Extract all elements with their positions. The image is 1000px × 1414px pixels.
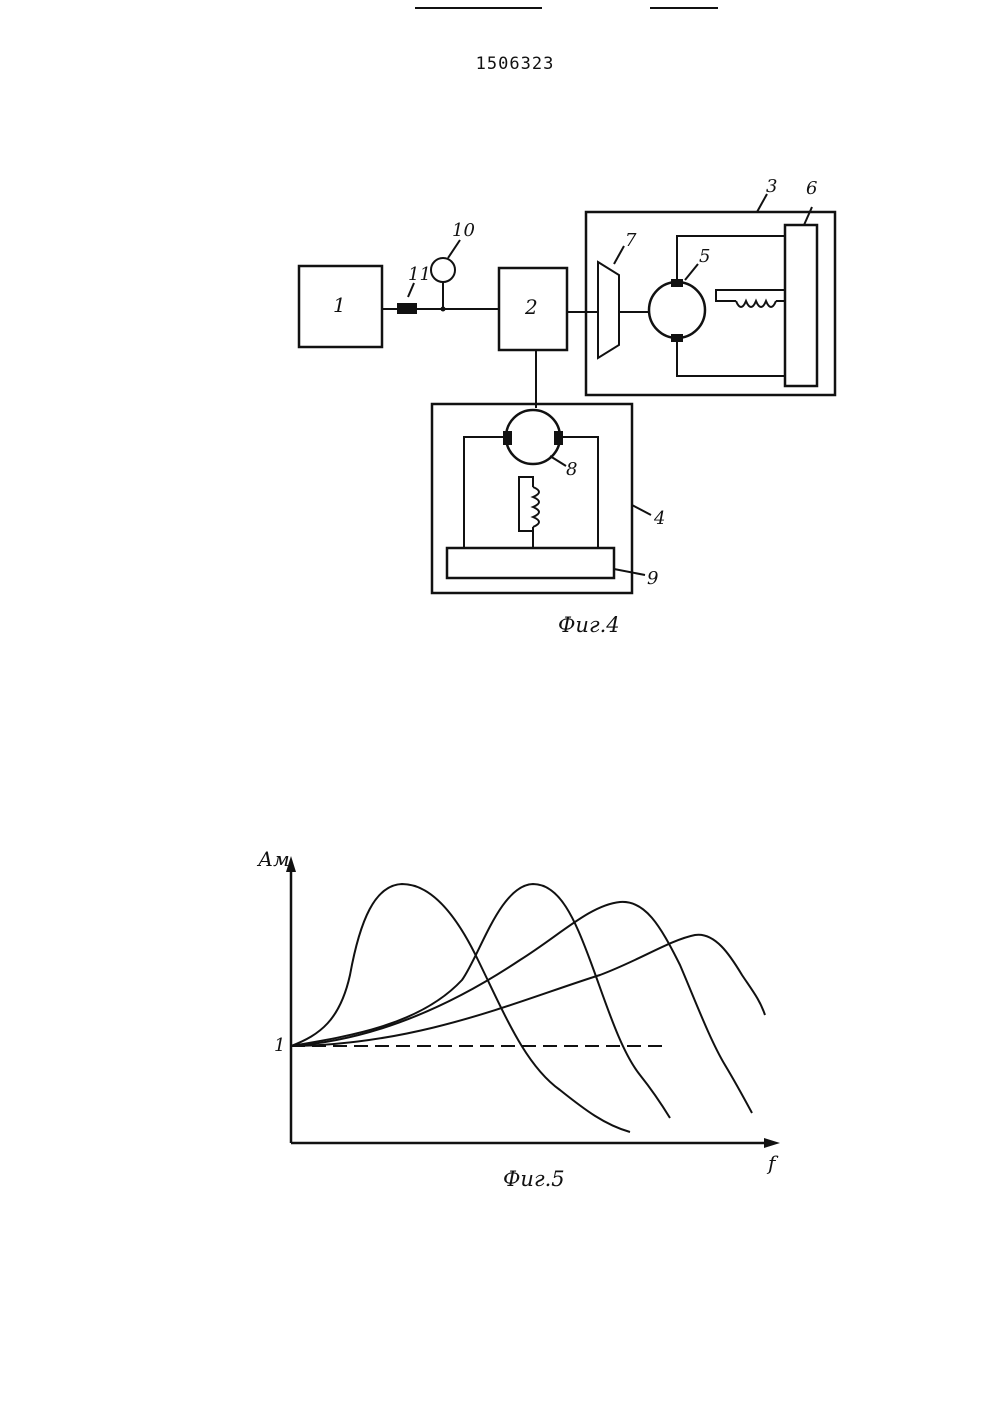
patent-number: 1506323 [460,54,570,74]
header-rules [0,0,1000,20]
figure-5-chart: Ам f 1 Фиг.5 [0,840,1000,1220]
coupling-11 [397,303,417,314]
label-sensor-10: 10 [452,220,475,241]
label-coupling-11: 11 [408,264,431,285]
series-line-4 [291,935,765,1046]
series-line-1 [291,884,630,1132]
series-line-2 [291,884,670,1118]
x-axis-label: f [766,1151,779,1175]
label-block-6: 6 [806,178,817,199]
figure-4-diagram: 1 10 11 2 3 7 5 [0,150,1000,830]
figure-5-caption: Фиг.5 [503,1167,565,1191]
block-6 [785,225,817,386]
sensor-10 [431,258,455,282]
label-block-4: 4 [653,508,665,529]
motor-5 [649,282,705,338]
y-axis-label: Ам [256,847,290,871]
y-tick-label: 1 [274,1035,285,1056]
label-block-9: 9 [647,568,658,589]
label-block-1: 1 [333,293,346,317]
block-9 [447,548,614,578]
figure-4-caption: Фиг.4 [558,613,620,637]
motor-8 [506,410,560,464]
label-block-2: 2 [524,295,538,319]
label-motor-5: 5 [699,246,710,267]
transformer-7 [598,262,619,358]
label-motor-8: 8 [566,459,577,480]
label-transformer-7: 7 [625,230,637,251]
label-block-3: 3 [766,176,777,197]
block-4-frame [432,404,632,593]
block-3-frame [586,212,835,395]
